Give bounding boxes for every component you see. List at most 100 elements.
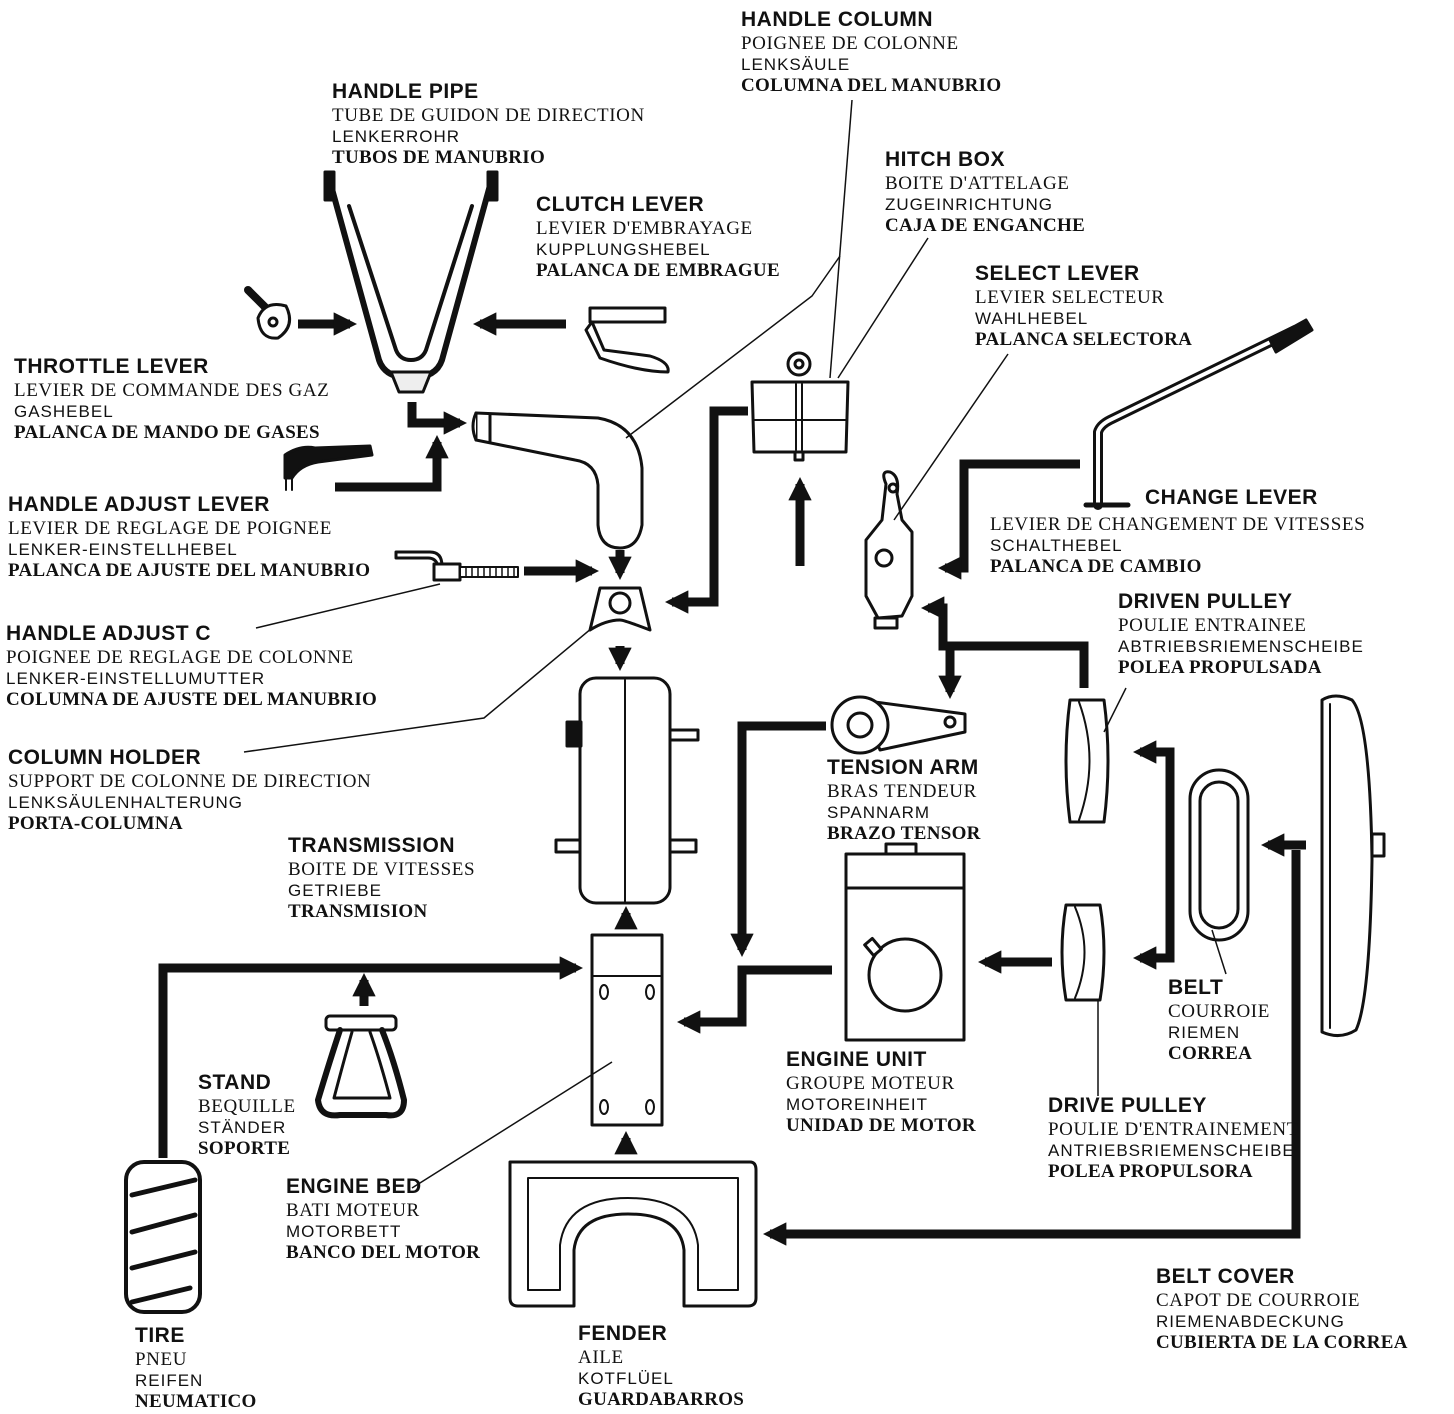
label-fr: COURROIE (1168, 1001, 1270, 1022)
label-de: RIEMENABDECKUNG (1156, 1312, 1345, 1331)
column-holder-part (588, 586, 652, 632)
label-de: MOTORBETT (286, 1222, 402, 1241)
label-fr: BOITE D'ATTELAGE (885, 173, 1070, 194)
label-select-lever: SELECT LEVER LEVIER SELECTEUR WAHLHEBEL … (975, 260, 1192, 350)
label-title: TENSION ARM (827, 756, 979, 779)
label-es: PALANCA DE EMBRAGUE (536, 260, 780, 281)
label-fr: TUBE DE GUIDON DE DIRECTION (332, 105, 645, 126)
label-es: PALANCA DE CAMBIO (990, 556, 1202, 577)
tire-part (124, 1160, 202, 1314)
label-column-holder: COLUMN HOLDER SUPPORT DE COLONNE DE DIRE… (8, 744, 371, 834)
label-title: DRIVEN PULLEY (1118, 590, 1293, 613)
label-es: NEUMATICO (135, 1391, 257, 1412)
label-change-lever: LEVIER DE CHANGEMENT DE VITESSES SCHALTH… (990, 514, 1365, 577)
label-handle-pipe: HANDLE PIPE TUBE DE GUIDON DE DIRECTION … (332, 78, 645, 168)
belt-cover-part (1320, 694, 1386, 1037)
label-change-lever-title: CHANGE LEVER (1145, 484, 1318, 511)
label-de: ABTRIEBSRIEMENSCHEIBE (1118, 637, 1364, 656)
label-handle-column: HANDLE COLUMN POIGNEE DE COLONNE LENKSÄU… (741, 6, 1001, 96)
label-de: GASHEBEL (14, 402, 114, 421)
label-title: TIRE (135, 1324, 185, 1347)
throttle-lever-part (244, 286, 292, 340)
label-title: SELECT LEVER (975, 262, 1140, 285)
label-es: BANCO DEL MOTOR (286, 1242, 481, 1263)
label-de: SCHALTHEBEL (990, 536, 1123, 555)
label-es: TUBOS DE MANUBRIO (332, 147, 546, 168)
drive-pulley-part (1060, 903, 1106, 1002)
label-tire: TIRE PNEU REIFEN NEUMATICO (135, 1322, 257, 1412)
label-es: UNIDAD DE MOTOR (786, 1115, 976, 1136)
label-fr: AILE (578, 1347, 624, 1368)
label-tension-arm: TENSION ARM BRAS TENDEUR SPANNARM BRAZO … (827, 754, 981, 844)
label-title: BELT COVER (1156, 1265, 1295, 1288)
label-es: COLUMNA DE AJUSTE DEL MANUBRIO (6, 689, 378, 710)
label-de: KUPPLUNGSHEBEL (536, 240, 711, 259)
label-fr: GROUPE MOTEUR (786, 1073, 955, 1094)
label-fr: SUPPORT DE COLONNE DE DIRECTION (8, 771, 372, 792)
label-belt: BELT COURROIE RIEMEN CORREA (1168, 974, 1270, 1064)
label-fr: PNEU (135, 1349, 188, 1370)
label-fr: POIGNEE DE REGLAGE DE COLONNE (6, 647, 354, 668)
label-handle-adjust-c: HANDLE ADJUST C POIGNEE DE REGLAGE DE CO… (6, 620, 377, 710)
label-fr: CAPOT DE COURROIE (1156, 1290, 1361, 1311)
label-es: CUBIERTA DE LA CORREA (1156, 1332, 1408, 1353)
label-es: PALANCA DE AJUSTE DEL MANUBRIO (8, 560, 371, 581)
label-de: RIEMEN (1168, 1023, 1241, 1042)
label-de: REIFEN (135, 1371, 204, 1390)
label-fr: LEVIER DE CHANGEMENT DE VITESSES (990, 514, 1366, 535)
fender-part (508, 1160, 758, 1308)
label-clutch-lever: CLUTCH LEVER LEVIER D'EMBRAYAGE KUPPLUNG… (536, 191, 780, 281)
label-fr: BEQUILLE (198, 1096, 296, 1117)
label-title: HANDLE ADJUST C (6, 622, 212, 645)
label-engine-unit: ENGINE UNIT GROUPE MOTEUR MOTOREINHEIT U… (786, 1046, 976, 1136)
label-fr: BATI MOTEUR (286, 1200, 420, 1221)
label-es: SOPORTE (198, 1138, 291, 1159)
label-es: POLEA PROPULSADA (1118, 657, 1322, 678)
label-es: GUARDABARROS (578, 1389, 745, 1410)
label-title: HANDLE ADJUST LEVER (8, 493, 270, 516)
label-transmission: TRANSMISSION BOITE DE VITESSES GETRIEBE … (288, 832, 475, 922)
label-de: LENKER-EINSTELLHEBEL (8, 540, 238, 559)
label-es: BRAZO TENSOR (827, 823, 981, 844)
engine-bed-part (590, 933, 664, 1127)
label-title: CHANGE LEVER (1145, 486, 1318, 509)
handle-adjust-lever-part (394, 550, 519, 582)
label-de: STÄNDER (198, 1118, 287, 1137)
label-es: CAJA DE ENGANCHE (885, 215, 1086, 236)
label-es: PALANCA DE MANDO DE GASES (14, 422, 320, 443)
label-title: THROTTLE LEVER (14, 355, 209, 378)
hitch-box-part (750, 351, 850, 462)
throttle-grip-part (283, 444, 374, 491)
label-de: MOTOREINHEIT (786, 1095, 929, 1114)
label-drive-pulley: DRIVE PULLEY POULIE D'ENTRAINEMENT ANTRI… (1048, 1092, 1299, 1182)
label-title: ENGINE BED (286, 1175, 422, 1198)
label-title: ENGINE UNIT (786, 1048, 927, 1071)
label-fr: POULIE D'ENTRAINEMENT (1048, 1119, 1299, 1140)
label-de: LENKER-EINSTELLUMUTTER (6, 669, 266, 688)
tension-arm-part (830, 695, 967, 755)
label-title: CLUTCH LEVER (536, 193, 705, 216)
label-fr: BRAS TENDEUR (827, 781, 977, 802)
label-de: ZUGEINRICHTUNG (885, 195, 1053, 214)
label-handle-adjust-lever: HANDLE ADJUST LEVER LEVIER DE REGLAGE DE… (8, 491, 370, 581)
label-fr: LEVIER D'EMBRAYAGE (536, 218, 753, 239)
select-lever-part (864, 470, 914, 630)
label-title: HANDLE PIPE (332, 80, 479, 103)
label-throttle-lever: THROTTLE LEVER LEVIER DE COMMANDE DES GA… (14, 353, 329, 443)
label-title: BELT (1168, 976, 1224, 999)
label-de: GETRIEBE (288, 881, 382, 900)
label-title: HITCH BOX (885, 148, 1005, 171)
label-title: HANDLE COLUMN (741, 8, 933, 31)
label-de: WAHLHEBEL (975, 309, 1089, 328)
driven-pulley-part (1064, 698, 1110, 824)
label-es: PORTA-COLUMNA (8, 813, 183, 834)
label-fr: POIGNEE DE COLONNE (741, 33, 959, 54)
label-title: TRANSMISSION (288, 834, 456, 857)
label-belt-cover: BELT COVER CAPOT DE COURROIE RIEMENABDEC… (1156, 1263, 1408, 1353)
label-stand: STAND BEQUILLE STÄNDER SOPORTE (198, 1069, 296, 1159)
label-fr: POULIE ENTRAINEE (1118, 615, 1307, 636)
clutch-lever-part (584, 306, 670, 374)
label-title: COLUMN HOLDER (8, 746, 202, 769)
